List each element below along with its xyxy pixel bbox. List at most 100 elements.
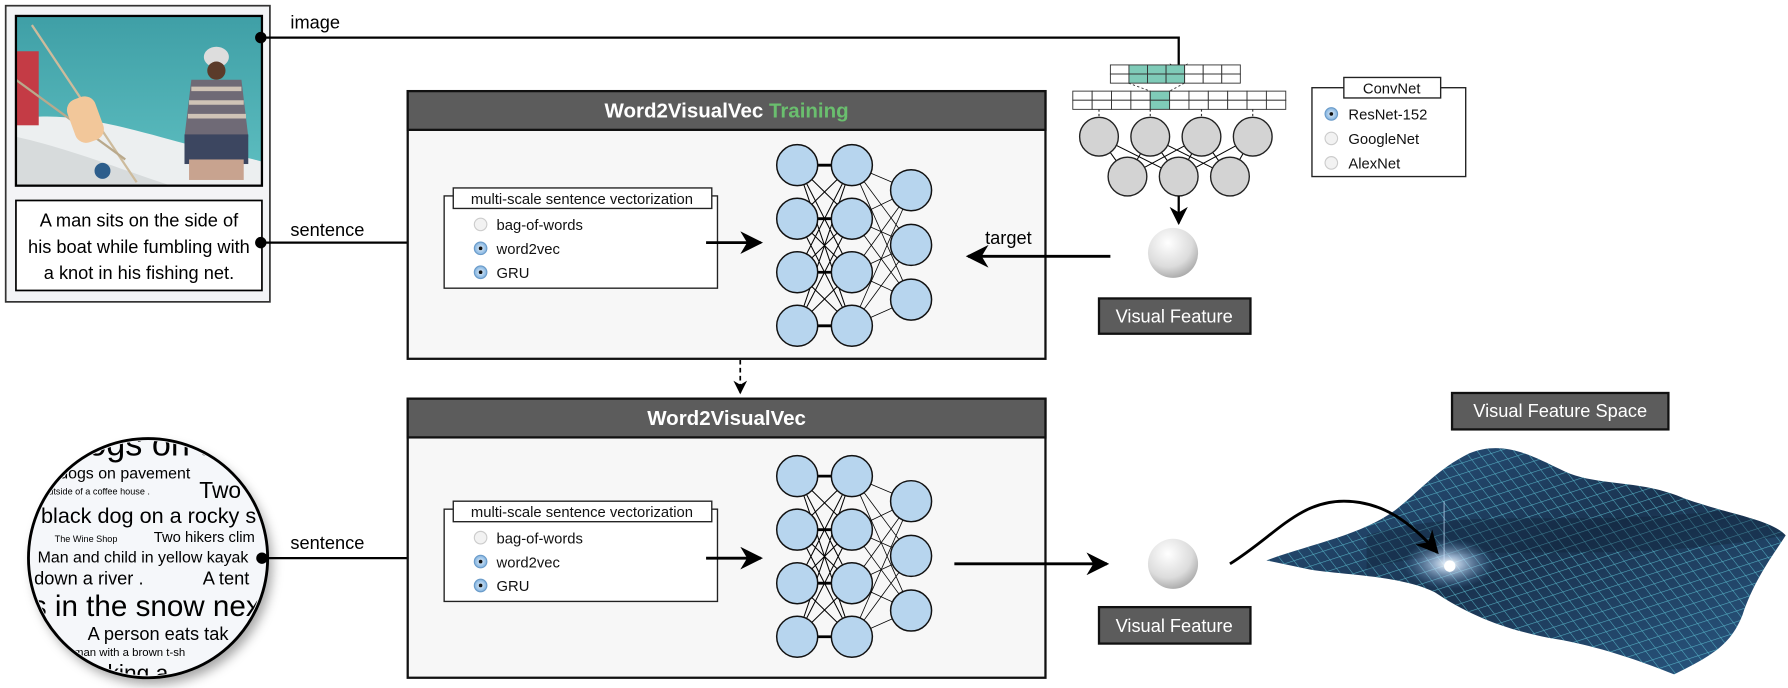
feature-map-cell (1149, 90, 1171, 101)
radio-option-gru[interactable]: GRU (473, 265, 530, 282)
feature-map-cell (1130, 99, 1151, 110)
radio-option-bag-of-words[interactable]: bag-of-words (473, 530, 583, 547)
feature-map-cell (1130, 90, 1151, 101)
feature-map-cell (1165, 64, 1186, 75)
radio-label: GRU (497, 266, 530, 282)
inference-title: Word2VisualVec (647, 407, 806, 430)
feature-map-cell (1169, 90, 1190, 101)
cloud-sentence: Two hikers clim (154, 530, 255, 546)
input-panel: A man sits on the side of his boat while… (4, 4, 271, 303)
radio-label: AlexNet (1348, 157, 1400, 173)
feature-map-cell (1188, 99, 1209, 110)
feature-map-cell (1147, 73, 1167, 84)
nn-node (830, 615, 874, 658)
nn-node (889, 589, 933, 632)
feature-space-label: Visual Feature Space (1473, 401, 1647, 421)
radio-button[interactable] (1324, 131, 1339, 146)
vectorization-title: multi-scale sentence vectorization (471, 505, 693, 521)
visual-feature-surface (1266, 448, 1786, 675)
nn-node (889, 534, 933, 578)
radio-button[interactable] (473, 530, 488, 545)
vectorization-frame (443, 508, 719, 603)
training-box: Word2VisualVec Training multi-scale sent… (406, 89, 1047, 360)
cnn-node (1130, 116, 1171, 157)
radio-button[interactable] (473, 217, 488, 232)
neural-network (775, 143, 933, 348)
vectorization-title: multi-scale sentence vectorization (471, 192, 693, 208)
nn-node (830, 250, 874, 294)
radio-label: bag-of-words (497, 218, 583, 234)
cloud-sentence: Man and child in yellow kayak (38, 550, 249, 567)
nn-node (775, 454, 819, 498)
training-title: Word2VisualVec Training (604, 99, 848, 122)
feature-map-cell (1111, 90, 1132, 101)
vectorization-title-box (452, 500, 713, 523)
feature-map-cell (1207, 99, 1229, 110)
feature-map-cell (1109, 73, 1130, 84)
cnn-node (1107, 156, 1148, 197)
neural-network (775, 454, 933, 658)
caption-line: a knot in his fishing net. (44, 263, 234, 283)
cloud-sentence: black dog on a rocky s (41, 503, 256, 528)
cnn-diagram (1072, 64, 1287, 197)
nn-node (775, 508, 819, 551)
radio-option-gru[interactable]: GRU (473, 578, 529, 595)
feature-map-cell (1207, 90, 1229, 101)
nn-node (775, 250, 819, 294)
nn-node (775, 304, 819, 348)
cnn-node (1209, 156, 1251, 197)
feature-map-cell (1227, 99, 1248, 110)
radio-label: GoogleNet (1348, 132, 1419, 148)
feature-point (1444, 560, 1456, 572)
nn-node (775, 615, 819, 658)
feature-map-cell (1149, 99, 1171, 110)
cloud-sentence: verlooking a (46, 660, 169, 686)
nn-node (889, 168, 933, 212)
feature-map-cell (1188, 90, 1209, 101)
radio-button[interactable] (1324, 156, 1339, 170)
cnn-node (1158, 156, 1199, 197)
feature-map-cell (1165, 73, 1186, 84)
feature-map-cell (1109, 64, 1130, 75)
nn-node (889, 479, 933, 523)
radio-label: bag-of-words (497, 531, 583, 547)
radio-option-word2vec[interactable]: word2vec (473, 241, 561, 258)
radio-option-googlenet[interactable]: GoogleNet (1324, 131, 1419, 148)
caption-line: his boat while fumbling with (28, 237, 250, 257)
radio-label: word2vec (496, 242, 561, 258)
cloud-sentence: down a river . (34, 568, 143, 588)
radio-option-alexnet[interactable]: AlexNet (1324, 156, 1400, 173)
feature-map-cell (1111, 99, 1132, 110)
convnet-title: ConvNet (1363, 81, 1421, 97)
projection-arrow (1229, 499, 1439, 566)
radio-label: word2vec (496, 555, 561, 571)
feature-map-cell (1147, 64, 1167, 75)
radio-option-word2vec[interactable]: word2vec (473, 554, 561, 571)
visual-feature-box (1097, 605, 1252, 645)
feature-map-cell (1072, 90, 1093, 101)
feature-map-cell (1128, 73, 1148, 84)
sentence-label: sentence (290, 220, 364, 240)
nn-node (830, 508, 874, 551)
nn-node (889, 223, 933, 267)
radio-option-bag-of-words[interactable]: bag-of-words (473, 217, 583, 234)
visual-feature-label: Visual Feature (1116, 306, 1233, 326)
nn-node (889, 278, 933, 321)
cloud-sentence: outside of a coffee house . (43, 486, 150, 496)
inference-box: Word2VisualVec multi-scale sentence vect… (406, 397, 1047, 679)
radio-option-resnet-152[interactable]: ResNet-152 (1324, 107, 1427, 124)
image-arrow (260, 36, 1188, 82)
feature-map-cell (1091, 99, 1112, 110)
feature-map-cell (1128, 64, 1148, 75)
cnn-node (1078, 116, 1120, 157)
visual-feature-label: Visual Feature (1116, 616, 1233, 636)
vectorization-title-box (452, 187, 713, 210)
image-label: image (290, 12, 340, 32)
cloud-sentence: s in the snow nex (32, 590, 261, 623)
nn-node (830, 454, 874, 498)
feature-map-cell (1184, 73, 1204, 84)
feature-map-cell (1202, 64, 1223, 75)
